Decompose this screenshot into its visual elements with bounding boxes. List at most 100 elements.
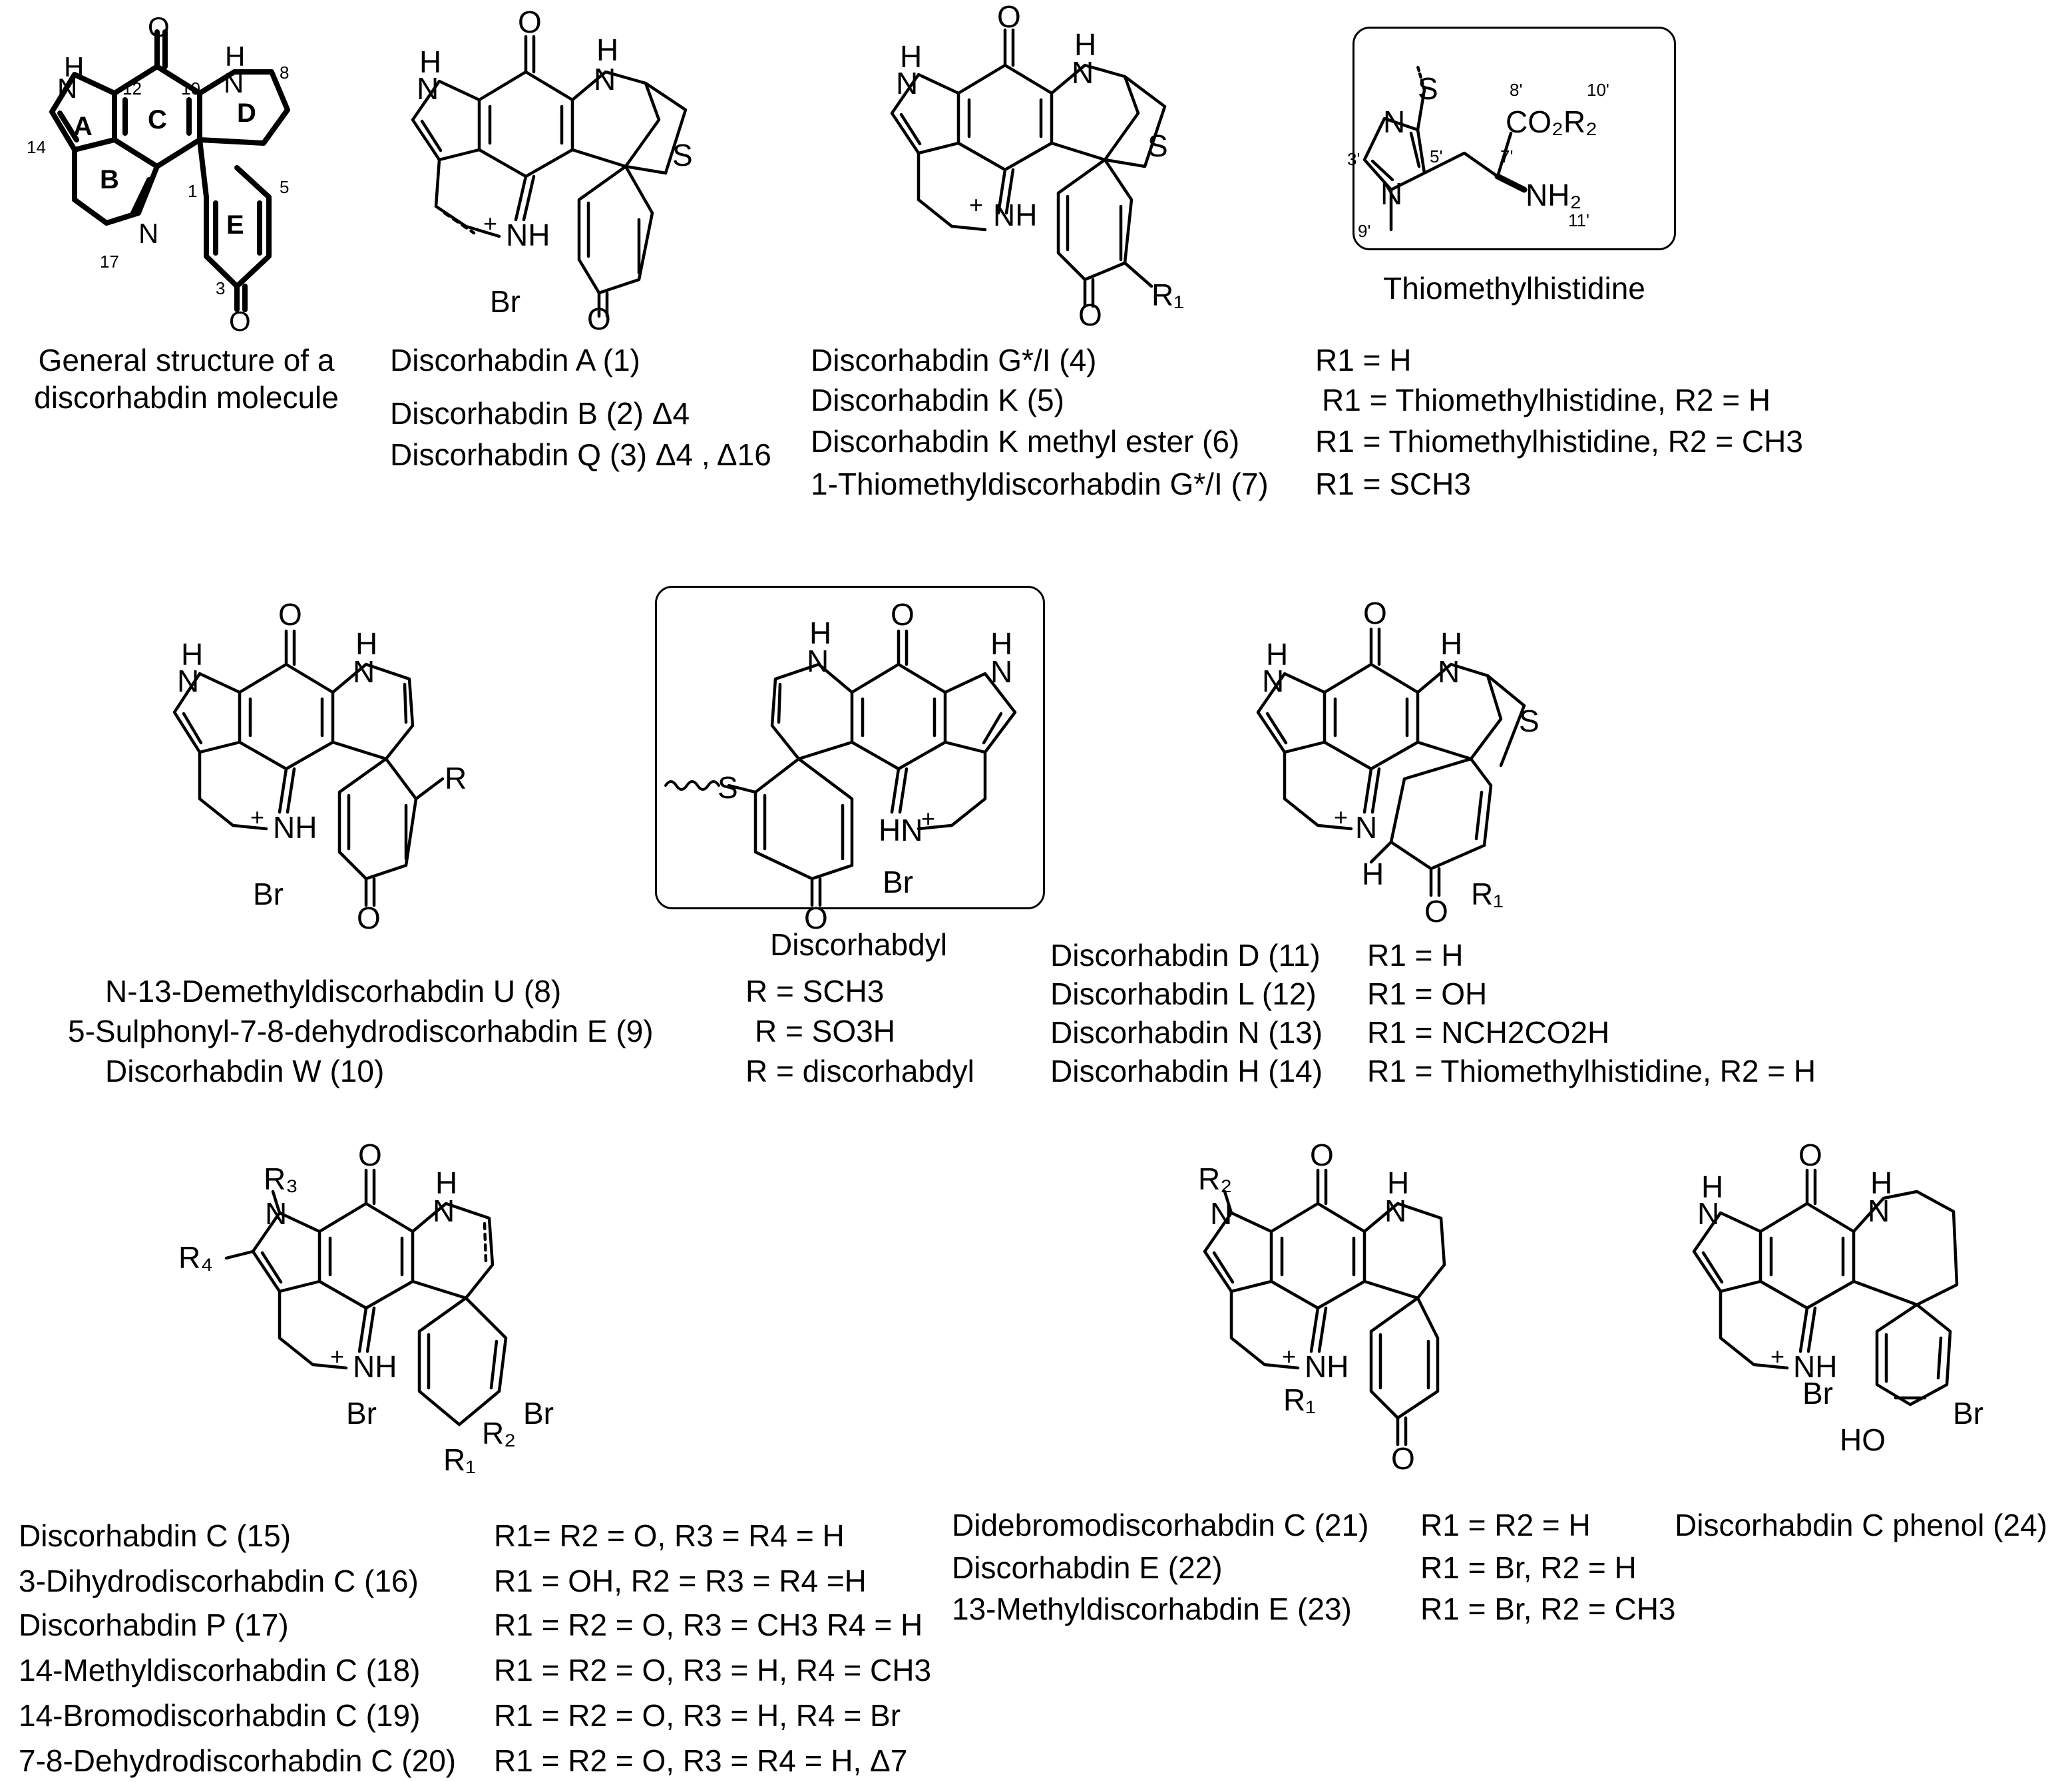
ring-label-c: C (148, 105, 167, 134)
atom-n: N (1262, 664, 1285, 698)
plus-charge: + (1770, 1343, 1785, 1370)
compound-substituents: R = SO3H (755, 1014, 895, 1048)
discorhabdin-d-l-n-h-diagram (1256, 627, 1526, 897)
atom-h: H (419, 45, 442, 79)
atom-s: S (672, 138, 693, 172)
atom-h: H (1074, 27, 1097, 62)
compound-name: 14-Methyldiscorhabdin C (18) (19, 1653, 421, 1687)
atom-n: N (265, 1196, 288, 1231)
compound-substituents: R1 = R2 = H (1420, 1508, 1591, 1542)
thiomethylhistidine-title: Thiomethylhistidine (1383, 271, 1645, 306)
discorhabdyl-title: Discorhabdyl (770, 927, 947, 962)
atom-o: O (357, 901, 381, 935)
atom-n: N (896, 66, 919, 101)
atom-br: Br (883, 865, 913, 899)
thiomethylhistidine-box (1352, 27, 1676, 250)
compound-substituents: R1 = NCH2CO2H (1367, 1015, 1610, 1050)
atom-n: N (1384, 1194, 1407, 1228)
atom-nh: NH (353, 1349, 397, 1384)
atom-o: O (1391, 1441, 1415, 1476)
atom-br: Br (523, 1396, 554, 1431)
compound-name: Discorhabdin L (12) (1050, 977, 1317, 1011)
atom-number-9p: 9' (1358, 221, 1371, 241)
atom-r2: R₂ (1198, 1162, 1233, 1196)
atom-h: H (1701, 1170, 1724, 1204)
atom-number-3: 3 (216, 278, 226, 298)
atom-n: N (1868, 1194, 1890, 1228)
atom-o: O (148, 11, 170, 43)
general-structure-caption-line2: discorhabdin molecule (34, 380, 339, 415)
atom-number-5p: 5' (1430, 146, 1443, 166)
compound-name: Discorhabdin N (13) (1050, 1015, 1323, 1050)
compound-name: Discorhabdin P (17) (19, 1608, 289, 1642)
atom-number-14: 14 (27, 137, 46, 157)
compound-substituents: R1 = Thiomethylhistidine, R2 = H (1322, 383, 1771, 417)
atom-r1: R₁ (1151, 278, 1184, 312)
plus-charge: + (1282, 1343, 1297, 1370)
discorhabdyl-box (655, 586, 1045, 909)
atom-o: O (278, 597, 302, 632)
atom-nh: NH (1793, 1349, 1838, 1384)
atom-r1: R₁ (1283, 1383, 1316, 1417)
discorhabdin-c-phenol-diagram (1692, 1168, 1959, 1407)
atom-br: Br (490, 284, 520, 319)
atom-h: H (225, 41, 246, 72)
compound-substituents: R1= R2 = O, R3 = R4 = H (494, 1518, 845, 1553)
compound-name: Discorhabdin G*/I (4) (811, 343, 1097, 377)
atom-n: N (1697, 1196, 1720, 1231)
compound-name: Discorhabdin K methyl ester (6) (811, 424, 1240, 459)
atom-r: R (445, 761, 467, 795)
compound-name: Discorhabdin A (1) (390, 343, 640, 377)
atom-n: N (1072, 55, 1094, 90)
compound-substituents: R1 = SCH3 (1315, 467, 1471, 501)
atom-n: N (594, 62, 616, 97)
compound-substituents: R1 = H (1367, 938, 1464, 973)
atom-br: Br (346, 1396, 377, 1431)
atom-number-3p: 3' (1347, 149, 1360, 169)
atom-n: N (1383, 105, 1406, 139)
atom-n: N (224, 67, 244, 99)
atom-s: S (1418, 71, 1438, 106)
atom-n: N (138, 218, 159, 249)
atom-number-11p: 11' (1568, 210, 1589, 230)
atom-o: O (997, 0, 1021, 34)
compound-substituents: R1 = Thiomethylhistidine, R2 = CH3 (1315, 424, 1803, 459)
co2r2-group: CO₂R₂ (1506, 105, 1597, 139)
atom-br: Br (253, 877, 284, 911)
atom-o: O (229, 306, 251, 337)
atom-n: N (1438, 654, 1460, 689)
atom-h: H (64, 51, 85, 83)
atom-o: O (358, 1138, 382, 1172)
atom-r3: R₃ (264, 1162, 298, 1196)
ring-label-b: B (100, 165, 119, 194)
compound-substituents: R1 = OH, R2 = R3 = R4 =H (494, 1564, 867, 1598)
plus-charge: + (483, 210, 498, 237)
compound-name: Discorhabdin W (10) (105, 1054, 385, 1088)
discorhabdin-e-series-diagram (1203, 1168, 1446, 1447)
ring-label-e: E (226, 210, 244, 240)
plus-charge: + (921, 805, 936, 832)
compound-name: Didebromodiscorhabdin C (21) (952, 1508, 1369, 1542)
compound-substituents: R1 = H (1315, 343, 1412, 377)
compound-substituents: R1 = Br, R2 = H (1420, 1550, 1637, 1585)
ring-label-d: D (237, 99, 256, 128)
plus-charge: + (969, 191, 984, 218)
atom-h: H (1387, 1166, 1410, 1200)
atom-number-10: 10 (181, 79, 200, 99)
atom-nh: NH (506, 218, 550, 252)
atom-n: N (417, 71, 439, 106)
general-structure-caption-line1: General structure of a (38, 343, 335, 377)
compound-name: N-13-Demethyldiscorhabdin U (8) (105, 974, 562, 1008)
compound-name: Discorhabdin B (2) Δ4 (390, 396, 690, 431)
atom-n: N (1355, 810, 1378, 845)
compound-substituents: R = SCH3 (745, 974, 885, 1008)
compound-name: 3-Dihydrodiscorhabdin C (16) (19, 1564, 419, 1598)
atom-o: O (518, 5, 542, 39)
atom-s: S (1147, 128, 1168, 163)
atom-number-5: 5 (280, 177, 290, 197)
discorhabdin-c-series-diagram (224, 1168, 508, 1427)
atom-o: O (891, 597, 915, 632)
compound-name: Discorhabdin C phenol (24) (1675, 1508, 2047, 1542)
compound-name: Discorhabdin C (15) (19, 1518, 292, 1553)
